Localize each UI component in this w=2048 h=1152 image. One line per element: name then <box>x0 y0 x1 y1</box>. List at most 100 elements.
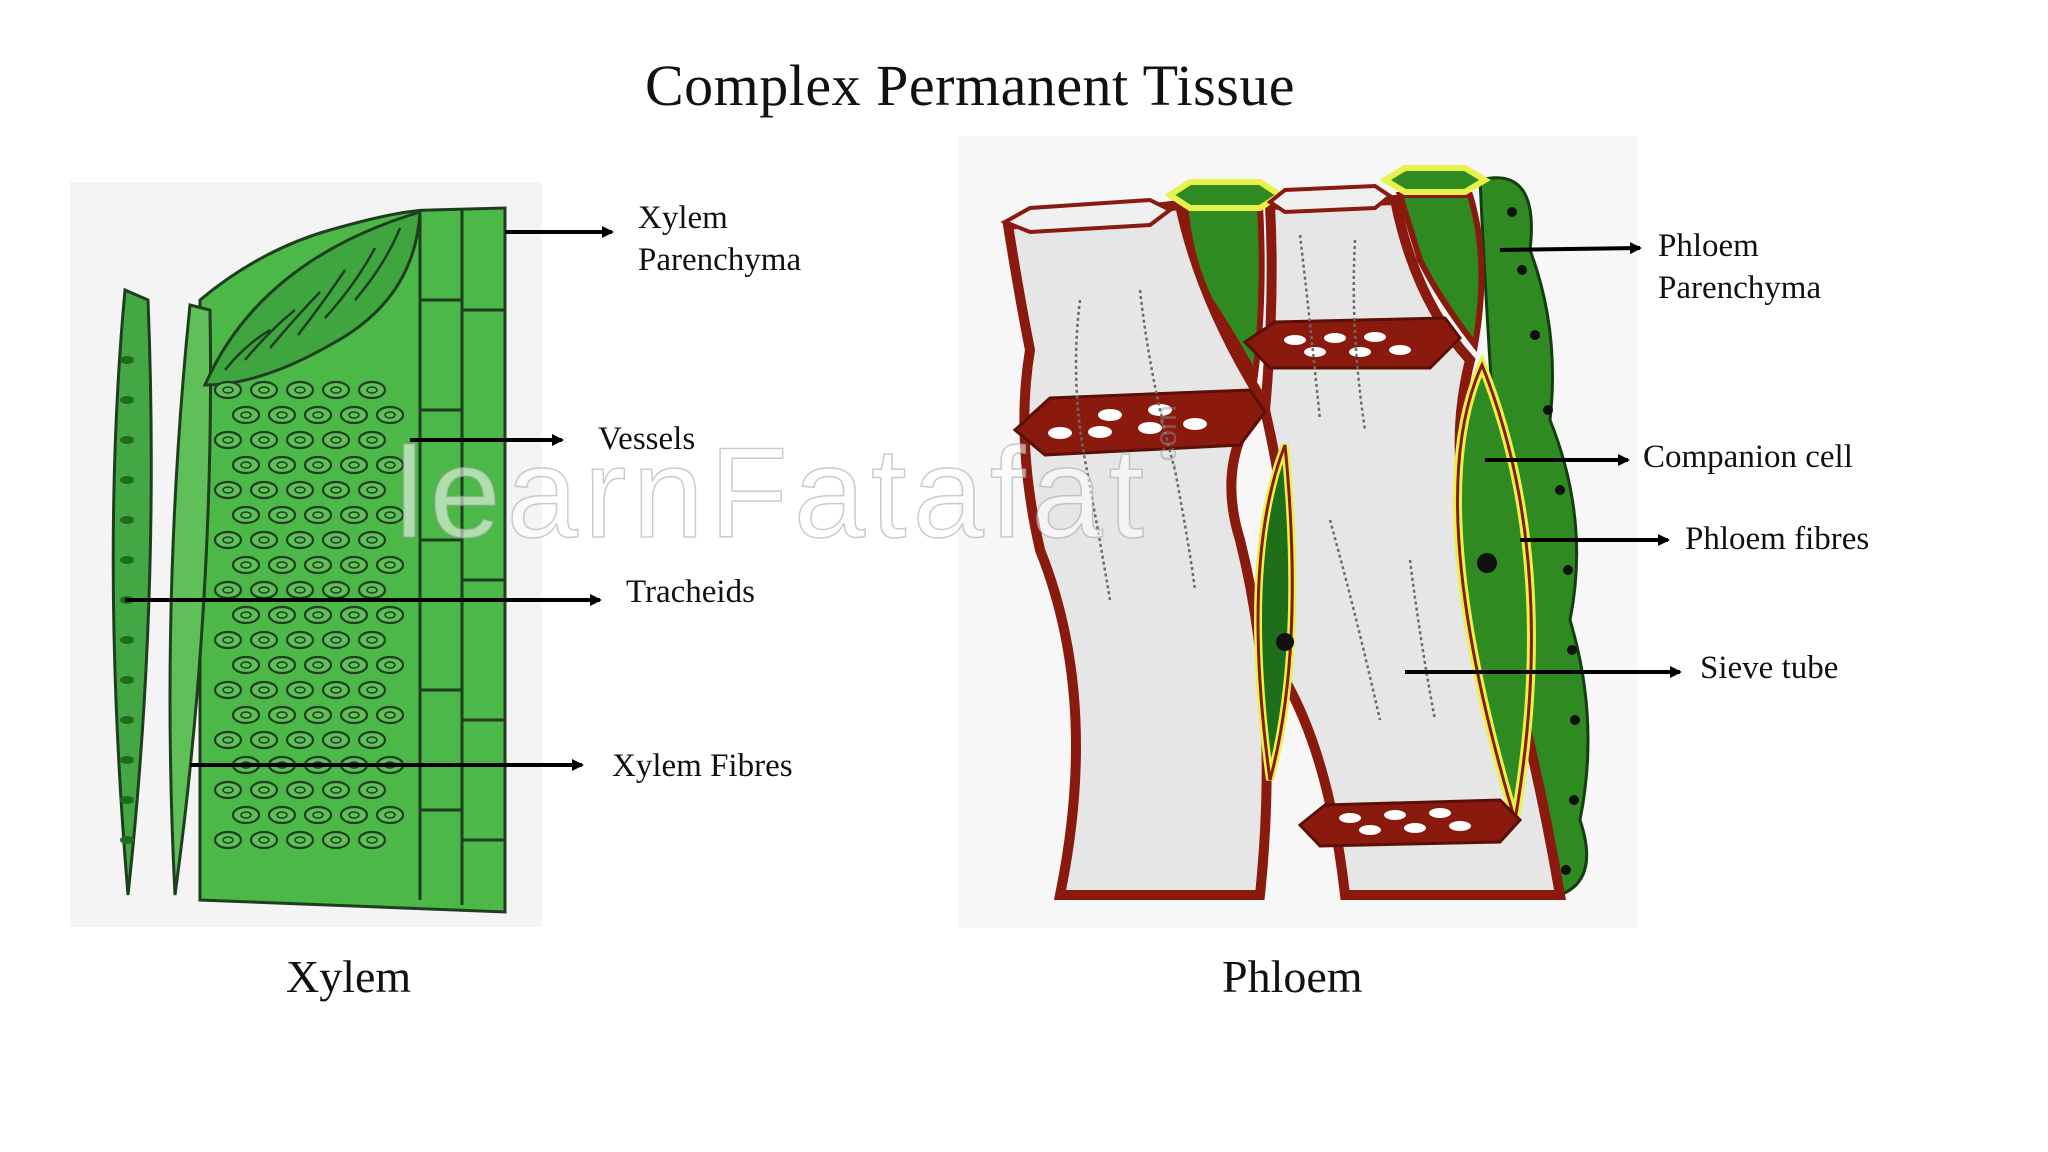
xylem-pit-inner <box>348 811 360 819</box>
xylem-pit-inner <box>348 561 360 569</box>
xylem-pit <box>285 730 315 750</box>
xylem-pit <box>267 655 297 675</box>
label-phloem-parenchyma-line2: Parenchyma <box>1658 270 1822 306</box>
watermark-suffix: .com <box>1150 404 1183 470</box>
xylem-pit <box>321 680 351 700</box>
xylem-pit <box>213 480 243 500</box>
xylem-pit <box>339 555 369 575</box>
xylem-fibre-dot <box>120 756 134 764</box>
sieve-plate-1 <box>1012 388 1267 457</box>
xylem-pit-inner <box>222 536 234 544</box>
xylem-pit <box>339 655 369 675</box>
label-sieve-tube: Sieve tube <box>1700 650 1839 686</box>
xylem-pit-inner <box>240 611 252 619</box>
xylem-pit <box>249 480 279 500</box>
xylem-pit <box>375 705 405 725</box>
xylem-pit-inner <box>384 511 396 519</box>
xylem-pit <box>267 605 297 625</box>
page-title: Complex Permanent Tissue <box>644 53 1296 118</box>
xylem-pit-inner <box>330 486 342 494</box>
label-phloem-fibres: Phloem fibres <box>1685 521 1870 557</box>
xylem-pit-inner <box>366 836 378 844</box>
label-tracheids: Tracheids <box>626 574 755 610</box>
xylem-pit <box>357 830 387 850</box>
xylem-pit <box>285 830 315 850</box>
label-vessels: Vessels <box>598 421 696 457</box>
label-xylem-fibres: Xylem Fibres <box>612 748 793 784</box>
xylem-pit-inner <box>312 611 324 619</box>
xylem-pit-inner <box>330 586 342 594</box>
xylem-fibre-dot <box>120 516 134 524</box>
xylem-pit-inner <box>240 511 252 519</box>
xylem-pit <box>249 830 279 850</box>
xylem-pit-inner <box>384 661 396 669</box>
xylem-pit-inner <box>276 811 288 819</box>
xylem-pit-inner <box>276 711 288 719</box>
xylem-pit-inner <box>384 561 396 569</box>
xylem-pit <box>249 430 279 450</box>
xylem-pit <box>357 380 387 400</box>
xylem-pit <box>285 480 315 500</box>
xylem-pit-inner <box>222 436 234 444</box>
xylem-pit-inner <box>222 836 234 844</box>
xylem-pit <box>249 580 279 600</box>
xylem-pit-inner <box>312 511 324 519</box>
xylem-pit <box>285 780 315 800</box>
xylem-fibre-dot <box>120 716 134 724</box>
xylem-pit <box>213 530 243 550</box>
xylem-pit-inner <box>384 411 396 419</box>
xylem-pit-inner <box>366 436 378 444</box>
xylem-pit-inner <box>276 511 288 519</box>
xylem-pit-inner <box>222 686 234 694</box>
xylem-pit-inner <box>312 811 324 819</box>
xylem-pit <box>321 480 351 500</box>
caption-xylem: Xylem <box>286 951 412 1002</box>
xylem-pit-inner <box>348 711 360 719</box>
xylem-pit <box>375 605 405 625</box>
label-xylem-parenchyma-line1: Xylem <box>638 200 728 236</box>
xylem-pit <box>285 430 315 450</box>
xylem-pit <box>339 455 369 475</box>
xylem-pit <box>213 780 243 800</box>
xylem-pit-inner <box>222 786 234 794</box>
xylem-pit-inner <box>294 386 306 394</box>
xylem-pit-inner <box>294 436 306 444</box>
xylem-pit-inner <box>384 711 396 719</box>
xylem-pit <box>213 730 243 750</box>
xylem-pit-inner <box>330 786 342 794</box>
xylem-pit <box>267 455 297 475</box>
xylem-fibre-dot <box>120 676 134 684</box>
xylem-pit <box>231 805 261 825</box>
xylem-pit <box>231 605 261 625</box>
xylem-pit-inner <box>240 411 252 419</box>
xylem-pit-inner <box>222 736 234 744</box>
xylem-pit-inner <box>348 661 360 669</box>
xylem-pit-inner <box>222 386 234 394</box>
xylem-pit-inner <box>366 686 378 694</box>
xylem-pit <box>375 455 405 475</box>
xylem-pit-inner <box>258 836 270 844</box>
xylem-pit-inner <box>312 411 324 419</box>
xylem-pit-inner <box>330 436 342 444</box>
xylem-pit-inner <box>258 686 270 694</box>
xylem-pit-inner <box>294 536 306 544</box>
xylem-pit-inner <box>366 536 378 544</box>
arrow-phloem-parenchyma <box>1499 242 1642 255</box>
xylem-pit <box>357 530 387 550</box>
xylem-pit-inner <box>222 586 234 594</box>
xylem-pit <box>213 680 243 700</box>
xylem-pit-inner <box>294 736 306 744</box>
xylem-pit-inner <box>240 811 252 819</box>
xylem-pit <box>321 580 351 600</box>
xylem-pit <box>231 555 261 575</box>
xylem-pit-inner <box>276 411 288 419</box>
xylem-pit-inner <box>258 636 270 644</box>
xylem-pit <box>375 505 405 525</box>
xylem-pit-inner <box>366 736 378 744</box>
xylem-pit <box>321 730 351 750</box>
xylem-pit-inner <box>348 411 360 419</box>
xylem-pit-inner <box>366 486 378 494</box>
xylem-pit-inner <box>330 686 342 694</box>
xylem-pit-inner <box>294 786 306 794</box>
xylem-pit <box>303 805 333 825</box>
